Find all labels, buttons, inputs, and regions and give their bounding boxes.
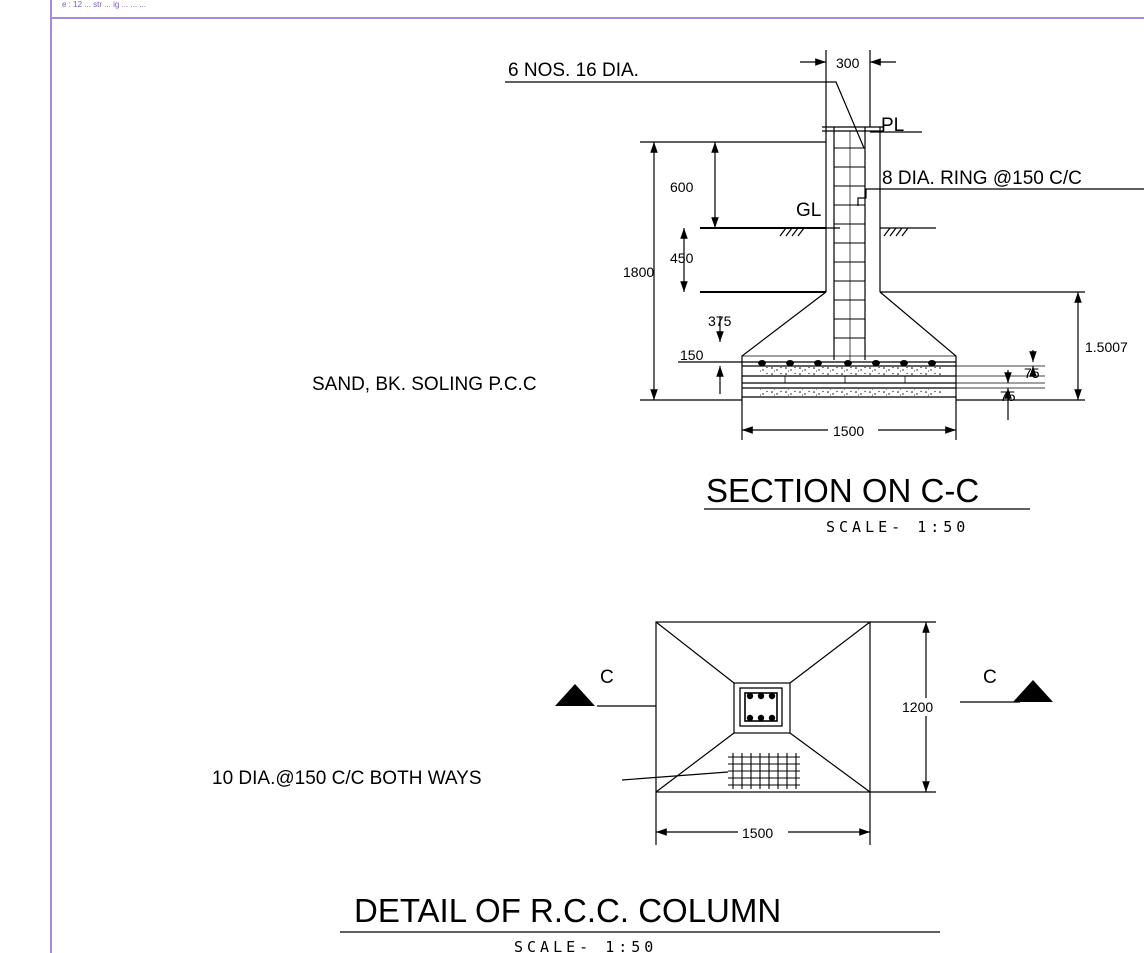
ground-line — [700, 227, 936, 237]
soling-label: SAND, BK. SOLING P.C.C — [312, 374, 537, 395]
column-pedestal-outer — [733, 682, 791, 734]
plan-labels: C C 1200 10 DIA.@150 C/C BOTH WAYS 1500 … — [212, 667, 997, 953]
mesh-grid — [728, 753, 800, 789]
base-1500-plan-label: 1500 — [742, 825, 773, 841]
bars-label: 6 NOS. 16 DIA. — [508, 60, 639, 81]
depth-1800-label: 1800 — [623, 264, 654, 280]
column-ties — [834, 147, 865, 339]
plan-scale: SCALE- 1:50 — [514, 938, 657, 953]
bottom-rebar-dots — [758, 360, 936, 366]
gl-label: GL — [796, 200, 821, 221]
section-title: SECTION ON C-C — [706, 472, 979, 509]
depth-600-label: 600 — [670, 179, 694, 195]
section-marker-left-icon — [555, 684, 595, 706]
depth-450-label: 450 — [670, 250, 694, 266]
c-right-label: C — [983, 667, 997, 688]
mesh-leader — [621, 771, 729, 781]
bars-leader — [505, 81, 865, 149]
mesh-label: 10 DIA.@150 C/C BOTH WAYS — [212, 768, 482, 789]
footing-outline — [741, 291, 957, 362]
col-width-label: 300 — [836, 55, 860, 71]
section-view — [505, 50, 1144, 440]
section-labels: 6 NOS. 16 DIA. 300 PL 8 DIA. RING @150 C… — [312, 55, 1128, 536]
pl-label: PL — [881, 115, 904, 136]
frame-top-border — [50, 17, 1144, 19]
column-bars-plan — [746, 692, 776, 722]
depth-150-label: 150 — [680, 347, 704, 363]
c-left-label: C — [600, 667, 614, 688]
plan-view — [597, 621, 1020, 845]
depth-1-5007-label: 1.5007 — [1085, 339, 1128, 355]
footing-plan-outline — [655, 621, 871, 793]
section-scale: SCALE- 1:50 — [826, 518, 969, 536]
frame-left-border — [50, 0, 52, 953]
plan-title: DETAIL OF R.C.C. COLUMN — [354, 892, 781, 929]
top-note: e : 12 ... str ... ig ... ... ... — [62, 0, 147, 9]
base-1500-section-label: 1500 — [833, 423, 864, 439]
depth-375-label: 375 — [708, 313, 732, 329]
footing-layers — [741, 361, 957, 400]
ring-leader — [857, 188, 1144, 206]
thk-75-a-label: 75 — [1024, 365, 1040, 381]
section-marker-right-icon — [1013, 680, 1053, 702]
column-outline — [822, 126, 884, 360]
ring-label: 8 DIA. RING @150 C/C — [882, 168, 1082, 189]
width-1200-label: 1200 — [902, 699, 933, 715]
column-section-outer — [739, 687, 783, 727]
thk-75-b-label: 75 — [1000, 388, 1016, 404]
